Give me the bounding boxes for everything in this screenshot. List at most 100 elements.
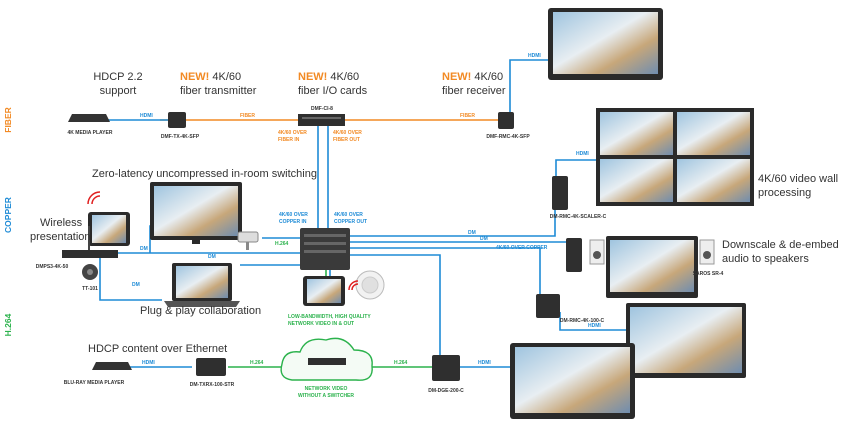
new-badge-tx: NEW!: [180, 71, 209, 83]
label-tt101: TT-101: [82, 286, 98, 292]
video-wall: [596, 108, 754, 206]
hdmi-link-wall: [555, 159, 596, 176]
camera-icon: [237, 231, 259, 250]
signal-low-bw-1: LOW-BANDWIDTH, HIGH QUALITY: [288, 314, 371, 320]
dm-link-scaler: [350, 200, 556, 237]
signal-dm-1: DM: [208, 254, 216, 260]
headline-downscale-1: Downscale & de-embed: [722, 239, 839, 251]
new-badge-io: NEW!: [298, 71, 327, 83]
signal-hdmi-6: HDMI: [478, 360, 491, 366]
signal-hdmi-2: HDMI: [528, 53, 541, 59]
display-rmc100: [626, 303, 746, 378]
signal-dm-2: DM: [140, 246, 148, 252]
signal-dm-3: DM: [132, 282, 140, 288]
headline-io-2: fiber I/O cards: [298, 85, 368, 97]
signal-fiber-out-1: 4K/60 OVER: [333, 130, 362, 136]
headline-rx: NEW! 4K/60: [442, 71, 503, 83]
device-dge: [432, 355, 460, 381]
signal-hdmi-4: HDMI: [588, 323, 601, 329]
room-tablet: [303, 276, 345, 306]
label-dmf-ci8: DMF-CI-8: [311, 106, 333, 112]
signal-hdmi-5: HDMI: [142, 360, 155, 366]
bluray-player: [92, 362, 132, 370]
laptop: [164, 263, 240, 307]
signal-over-copper: 4K/60 OVER COPPER: [496, 245, 548, 251]
device-over-copper-receiver: [566, 238, 582, 272]
signal-copper-out-1: 4K/60 OVER: [334, 212, 363, 218]
signal-copper-out-2: COPPER OUT: [334, 219, 367, 225]
label-dmf-tx: DMF-TX-4K-SFP: [161, 134, 200, 140]
row-label-h264: H.264: [3, 313, 13, 336]
display-in-room: [150, 182, 242, 244]
signal-h264-2: H.264: [250, 360, 264, 366]
label-dmf-rmc: DMF-RMC-4K-SFP: [486, 134, 530, 140]
copper-link-rmc100: [350, 247, 541, 300]
hdmi-link-rx-display: [509, 59, 548, 112]
label-saros: SAROS SR-4: [693, 271, 724, 277]
headline-wireless-2: presentation: [30, 231, 91, 243]
signal-copper-in-2: COPPER IN: [279, 219, 307, 225]
signal-network-video-2: WITHOUT A SWITCHER: [298, 393, 354, 399]
label-rmc100: DM-RMC-4K-100-C: [560, 318, 605, 324]
headline-wireless-1: Wireless: [40, 217, 83, 229]
device-dmf-tx: [168, 112, 186, 128]
label-txrx: DM-TXRX-100-STR: [190, 382, 235, 388]
device-dm-switcher: [300, 228, 350, 270]
display-bottom: [510, 343, 635, 419]
signal-fiber-out-2: FIBER OUT: [333, 137, 360, 143]
headline-plug-play: Plug & play collaboration: [140, 305, 261, 317]
device-dmps: [62, 226, 118, 258]
row-label-copper: COPPER: [3, 197, 13, 233]
device-rmc100: [536, 294, 560, 318]
device-scaler: [552, 176, 568, 210]
device-txrx: [196, 358, 226, 376]
display-downscale: [606, 236, 698, 298]
label-scaler: DM-RMC-4K-SCALER-C: [550, 214, 607, 220]
headline-io-rest: 4K/60: [327, 71, 359, 83]
signal-h264-1: H.264: [275, 241, 289, 247]
ceiling-speaker-icon: [355, 270, 385, 300]
signal-hdmi-3: HDMI: [576, 151, 589, 157]
headline-downscale-2: audio to speakers: [722, 253, 809, 265]
label-dge: DM-DGE-200-C: [428, 388, 464, 394]
signal-network-video-1: NETWORK VIDEO: [305, 386, 348, 392]
wireless-tablet: [88, 212, 130, 246]
copper-link-dge: [350, 254, 441, 355]
signal-fiber-2: FIBER: [460, 113, 475, 119]
row-label-fiber: FIBER: [3, 107, 13, 133]
display-top-right: [548, 8, 663, 80]
new-badge-rx: NEW!: [442, 71, 471, 83]
headline-hdcp-ethernet: HDCP content over Ethernet: [88, 343, 227, 355]
signal-low-bw-2: NETWORK VIDEO IN & OUT: [288, 321, 354, 327]
headline-videowall-2: processing: [758, 187, 811, 199]
signal-h264-3: H.264: [394, 360, 408, 366]
device-dmf-ci8: [298, 114, 345, 126]
headline-tx-rest: 4K/60: [209, 71, 241, 83]
signal-hdmi-1: HDMI: [140, 113, 153, 119]
headline-tx-2: fiber transmitter: [180, 85, 257, 97]
headline-zero-latency: Zero-latency uncompressed in-room switch…: [92, 168, 317, 180]
signal-copper-in-1: 4K/60 OVER: [279, 212, 308, 218]
label-bluray: BLU-RAY MEDIA PLAYER: [64, 380, 125, 386]
device-dmf-rmc: [498, 112, 514, 129]
row-labels: FIBER COPPER H.264: [3, 107, 13, 336]
headline-io: NEW! 4K/60: [298, 71, 359, 83]
signal-fiber-1: FIBER: [240, 113, 255, 119]
hdmi-link-rmc100-display: [559, 312, 628, 331]
dm-link-laptop: [99, 253, 162, 301]
headline-rx-2: fiber receiver: [442, 85, 506, 97]
headline-rx-rest: 4K/60: [471, 71, 503, 83]
network-cloud: [280, 337, 373, 381]
device-tt101: [82, 264, 98, 280]
signal-fiber-in-2: FIBER IN: [278, 137, 300, 143]
speakers: [589, 239, 715, 265]
signal-dm-5: DM: [480, 236, 488, 242]
label-media-player: 4K MEDIA PLAYER: [68, 130, 113, 136]
headline-hdcp22-2: support: [100, 85, 137, 97]
signal-fiber-in-1: 4K/60 OVER: [278, 130, 307, 136]
headline-videowall-1: 4K/60 video wall: [758, 173, 838, 185]
signal-dm-4: DM: [468, 230, 476, 236]
headline-tx: NEW! 4K/60: [180, 71, 241, 83]
media-player-4k: [68, 114, 110, 122]
